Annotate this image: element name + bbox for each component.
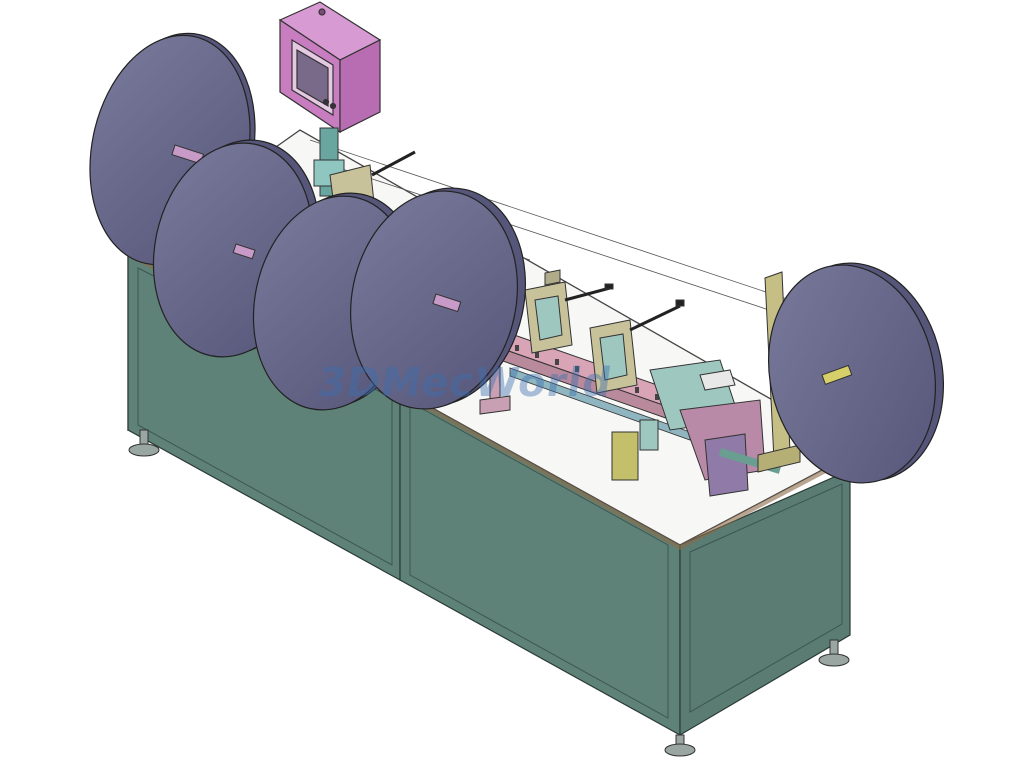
cabinet-right-end [679,469,851,737]
leveling-feet [128,429,850,757]
fixture-station-1 [524,269,614,354]
cutter-assembly [611,359,782,497]
reel-5 [767,262,945,484]
control-box [278,1,382,134]
fixture-station-2 [589,299,685,394]
reel-4 [349,187,527,410]
